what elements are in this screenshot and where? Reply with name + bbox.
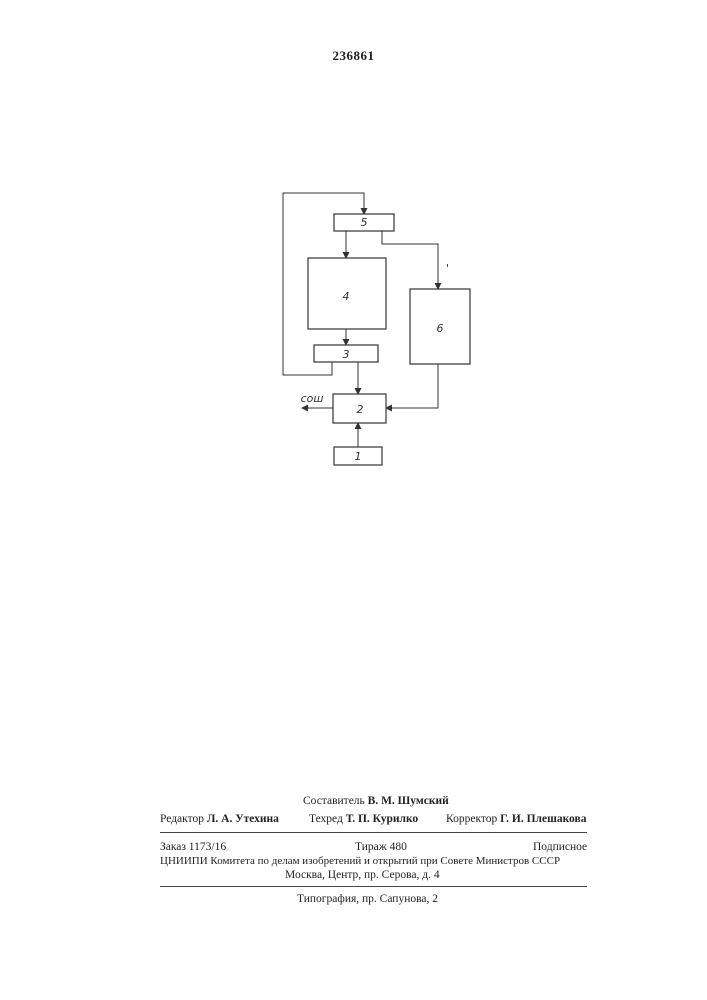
compiler-role: Составитель — [303, 795, 365, 807]
block-4-label: 4 — [343, 290, 350, 303]
address: Москва, Центр, пр. Серова, д. 4 — [285, 869, 440, 881]
footer-rule-bottom — [160, 886, 587, 887]
arrow-6-to-2 — [386, 364, 438, 408]
techred-name: Т. П. Курилко — [346, 813, 418, 825]
block-5-label: 5 — [361, 216, 368, 229]
order-number: Заказ 1173/16 — [160, 841, 226, 853]
block-2-label: 2 — [357, 403, 364, 416]
corrector-name: Г. И. Плешакова — [500, 813, 586, 825]
footer-rule-top — [160, 832, 587, 833]
block-3-label: 3 — [343, 348, 350, 361]
techred-role: Техред — [309, 813, 343, 825]
block-diagram: 5 4 6 3 2 1 сош ' — [0, 0, 707, 560]
circulation: Тираж 480 — [355, 841, 407, 853]
printer: Типография, пр. Сапунова, 2 — [297, 893, 438, 905]
compiler-line: Составитель В. М. Шумский — [303, 795, 449, 807]
corrector-line: Корректор Г. И. Плешакова — [446, 813, 586, 825]
editor-role: Редактор — [160, 813, 204, 825]
compiler-name: В. М. Шумский — [368, 795, 449, 807]
editor-name: Л. А. Утехина — [207, 813, 279, 825]
arrow-5-to-6 — [382, 231, 438, 289]
institute: ЦНИИПИ Комитета по делам изобретений и о… — [160, 855, 587, 867]
block-6-label: 6 — [437, 322, 444, 335]
block-1-label: 1 — [355, 450, 362, 463]
subscription: Подписное — [533, 841, 587, 853]
editor-line: Редактор Л. А. Утехина — [160, 813, 279, 825]
tick-mark: ' — [446, 262, 449, 275]
output-label: сош — [301, 392, 324, 405]
corrector-role: Корректор — [446, 813, 497, 825]
techred-line: Техред Т. П. Курилко — [309, 813, 418, 825]
